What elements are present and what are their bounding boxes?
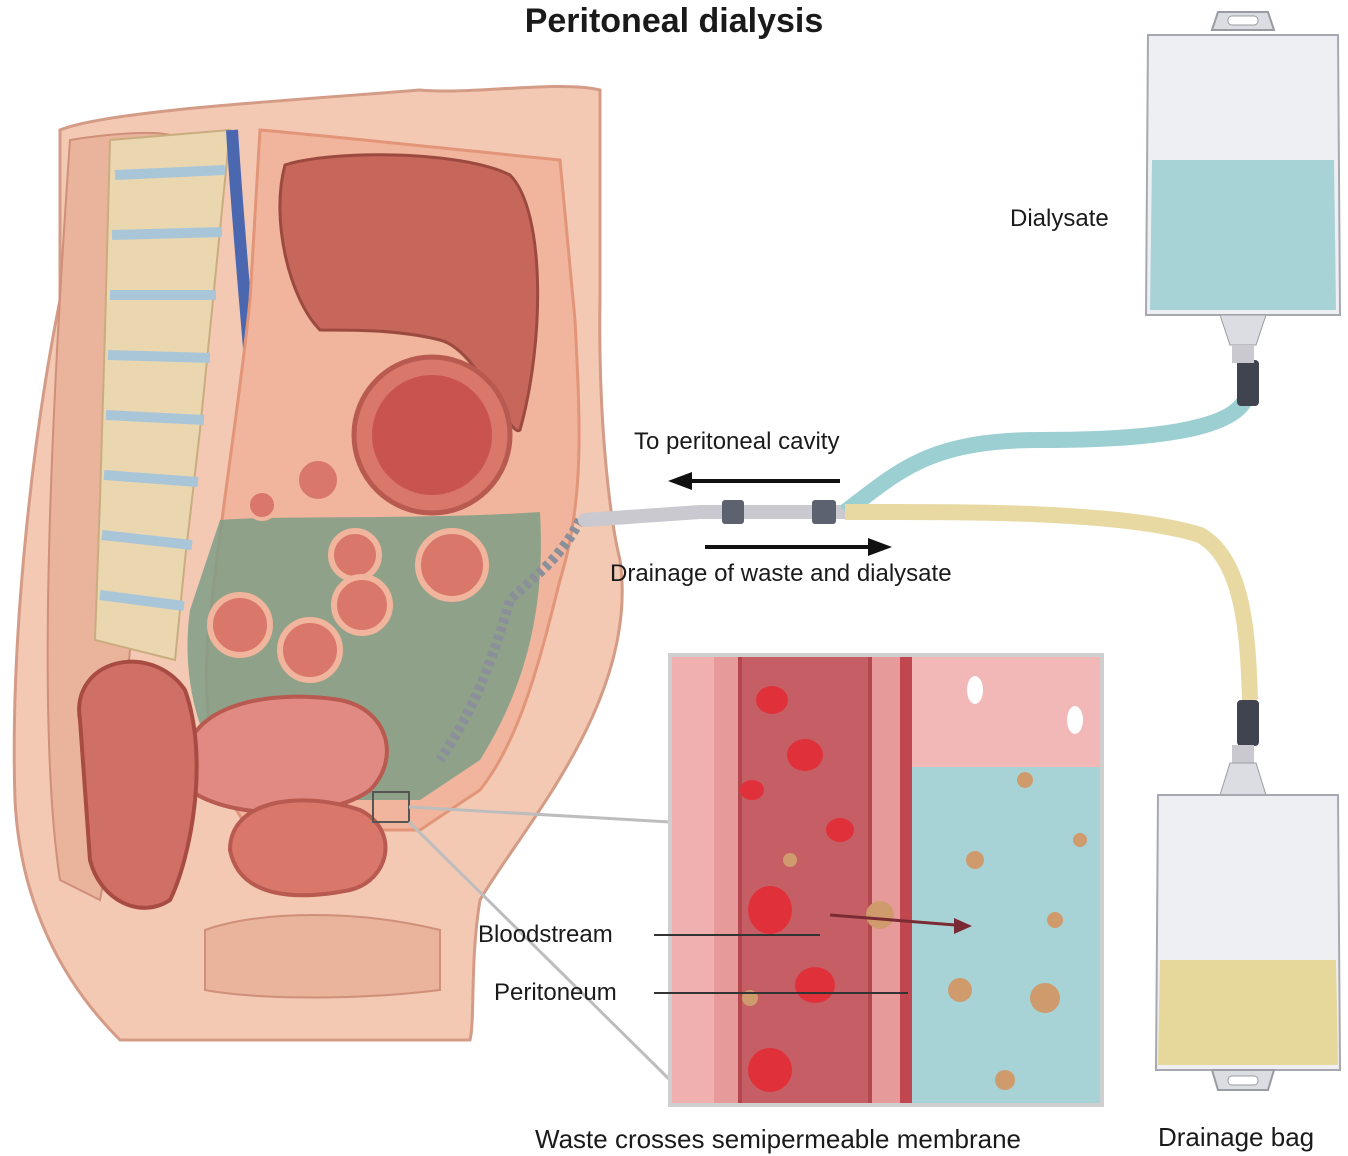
peritoneum-membrane bbox=[900, 657, 912, 1103]
drainage-label: Drainage of waste and dialysate bbox=[610, 560, 952, 588]
waste-crosses-caption: Waste crosses semipermeable membrane bbox=[535, 1124, 1021, 1155]
dialysate-line bbox=[845, 400, 1245, 512]
bloodstream-label: Bloodstream bbox=[478, 921, 613, 949]
to-peritoneal-cavity-label: To peritoneal cavity bbox=[634, 428, 839, 456]
membrane-inset bbox=[654, 655, 1102, 1105]
drainage-bag-label: Drainage bag bbox=[1158, 1122, 1314, 1153]
diagram-title: Peritoneal dialysis bbox=[0, 2, 1348, 41]
dialysate-bag bbox=[1146, 12, 1340, 363]
dialysate-label: Dialysate bbox=[1010, 205, 1109, 233]
peritoneum-label: Peritoneum bbox=[494, 979, 617, 1007]
pelvic-organs bbox=[185, 697, 387, 813]
drainage-bag bbox=[1156, 745, 1340, 1090]
dialysate-compartment bbox=[912, 767, 1100, 1103]
